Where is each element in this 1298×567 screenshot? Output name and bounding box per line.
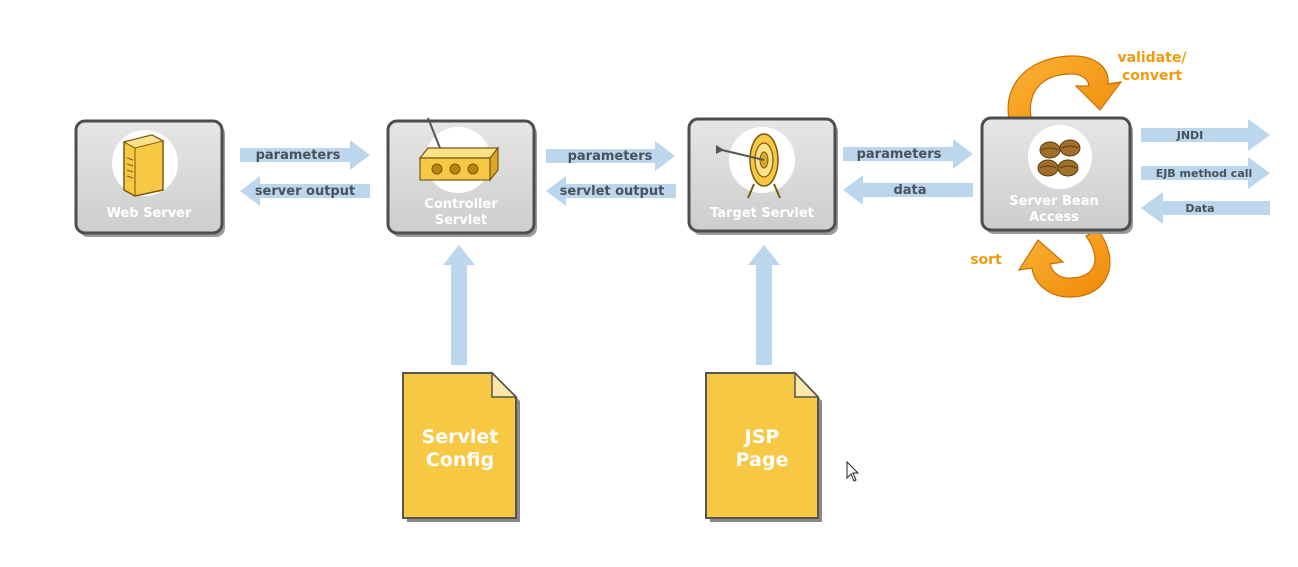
controller-servlet-label-line1: Controller [424, 197, 498, 212]
arrow-ejb-method-call: EJB method call [1141, 157, 1270, 189]
jsp-page-label-line2: Page [736, 449, 789, 471]
validate-convert-loop: validate/ convert [1007, 50, 1188, 139]
arrow-label-data: data [893, 183, 926, 198]
servlet-config-label-line2: Config [426, 449, 494, 471]
sort-label: sort [970, 252, 1002, 268]
validate-label-line1: validate/ [1118, 50, 1188, 66]
target-servlet-node: Target Servlet [687, 117, 838, 235]
coffee-beans-icon [1037, 139, 1081, 177]
target-icon [716, 133, 781, 199]
arrow-controller-to-target: parameters [546, 141, 675, 171]
server-bean-label-line1: Server Bean [1009, 194, 1099, 209]
controller-servlet-node: Controller Servlet [386, 117, 537, 237]
servlet-config-label-line1: Servlet [422, 426, 499, 448]
control-panel-icon [418, 117, 500, 182]
arrow-label-parameters-1: parameters [256, 148, 341, 163]
mouse-cursor-icon [846, 460, 860, 482]
server-bean-label-line2: Access [1029, 210, 1079, 225]
arrow-label-ejb-method-call: EJB method call [1156, 167, 1253, 180]
jsp-page-label-line1: JSP [743, 426, 780, 448]
arrow-label-servlet-output: servlet output [560, 184, 665, 199]
arrow-label-parameters-3: parameters [857, 147, 942, 162]
arrow-label-server-output: server output [255, 184, 355, 199]
servlet-config-document: Servlet Config [402, 371, 520, 522]
server-bean-access-node: Server Bean Access [980, 116, 1133, 234]
target-servlet-label: Target Servlet [710, 206, 814, 221]
arrow-jsp-to-target [748, 245, 780, 365]
server-icon [122, 134, 165, 197]
controller-servlet-label-line2: Servlet [435, 213, 488, 228]
arrow-controller-to-webserver: server output [240, 176, 370, 206]
web-server-node: Web Server [74, 119, 225, 237]
arrow-target-to-bean: parameters [843, 139, 973, 169]
jsp-page-document: JSP Page [705, 371, 822, 522]
arrow-webserver-to-controller: parameters [240, 140, 370, 170]
arrow-bean-to-target: data [843, 175, 973, 205]
arrow-config-to-controller [443, 245, 475, 365]
arrow-label-jndi: JNDI [1176, 129, 1204, 142]
arrow-jndi: JNDI [1141, 119, 1270, 151]
arrow-target-to-controller: servlet output [546, 176, 676, 206]
validate-label-line2: convert [1122, 68, 1182, 84]
arrow-data-in: Data [1141, 192, 1270, 224]
arrow-label-parameters-2: parameters [568, 149, 653, 164]
web-server-label: Web Server [107, 206, 192, 221]
sort-loop: sort [970, 229, 1111, 298]
arrow-label-data-in: Data [1185, 202, 1214, 215]
